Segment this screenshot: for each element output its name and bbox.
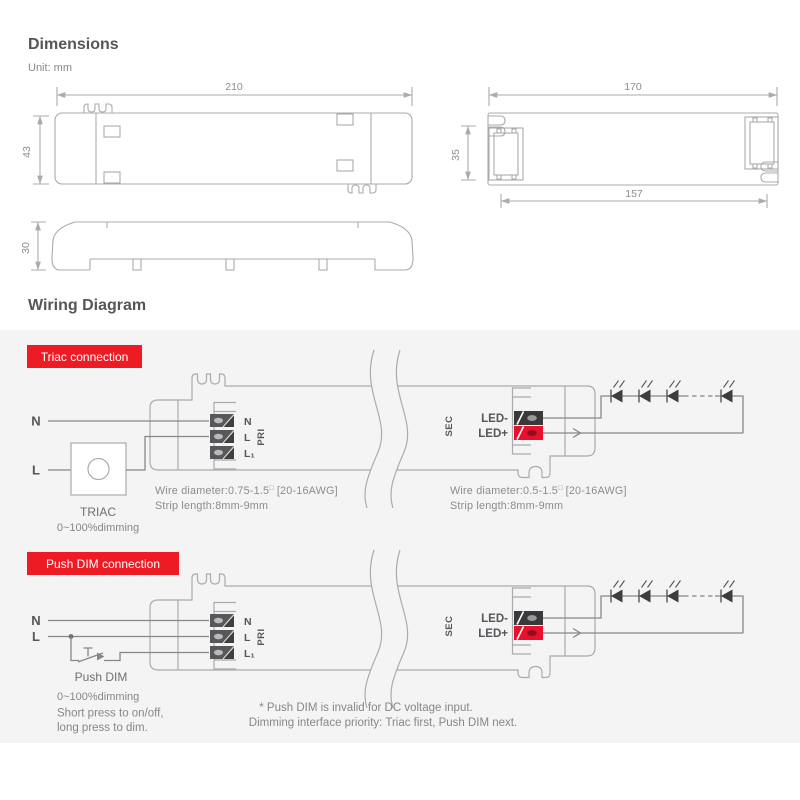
terminal-l-label: L: [244, 632, 251, 644]
input-n-label: N: [31, 613, 40, 628]
triac-device-label: TRIAC: [80, 505, 116, 519]
sec-strip-note: Strip length:8mm-9mm: [450, 500, 563, 512]
dimensions-title: Dimensions: [28, 36, 119, 53]
pri-label: PRI: [256, 428, 267, 445]
triac-badge: [27, 345, 142, 368]
push-dim-badge-label: Push DIM connection: [46, 557, 160, 571]
side-profile-view: 30: [20, 221, 414, 271]
push-dim-diagram: Push DIM connection N L Push DIM 0~100%d…: [27, 549, 744, 734]
pri-label: PRI: [256, 628, 267, 645]
terminal-l-label: L: [244, 432, 251, 444]
dim-43: 43: [21, 146, 33, 158]
input-n-label: N: [31, 414, 40, 429]
unit-label: Unit: mm: [28, 62, 72, 74]
dim-30: 30: [20, 242, 32, 254]
triac-range-label: 0~100%dimming: [57, 522, 139, 534]
push-dim-badge: [27, 552, 179, 575]
push-note-line1: Short press to on/off,: [57, 708, 164, 720]
led-pos-label: LED+: [478, 628, 508, 640]
triac-diagram: Triac connection N L TRIAC 0~100%dimming…: [27, 345, 744, 534]
terminal-l1-label: L₁: [244, 448, 255, 460]
sec-label: SEC: [444, 615, 455, 636]
dim-210: 210: [225, 81, 243, 93]
terminal-n-label: N: [244, 616, 252, 628]
led-neg-label: LED-: [481, 413, 508, 425]
footnote-line2: Dimming interface priority: Triac first,…: [249, 717, 517, 729]
front-view: 210 43: [21, 81, 413, 194]
push-range-label: 0~100%dimming: [57, 691, 139, 703]
dim-157: 157: [625, 188, 643, 200]
led-neg-label: LED-: [481, 613, 508, 625]
push-device-label: Push DIM: [75, 670, 128, 684]
pri-strip-note: Strip length:8mm-9mm: [155, 500, 268, 512]
wiring-title: Wiring Diagram: [28, 297, 147, 314]
sec-label: SEC: [444, 415, 455, 436]
input-l-label: L: [32, 629, 40, 644]
top-view: 170 35 157: [450, 81, 779, 208]
dim-35: 35: [450, 149, 462, 161]
triac-dimmer-box: [70, 442, 127, 496]
input-l-label: L: [32, 463, 40, 478]
push-switch-icon: [77, 647, 105, 663]
pri-wire-note: Wire diameter:0.75-1.5□ [20-16AWG]: [155, 485, 338, 497]
terminal-l1-label: L₁: [244, 648, 255, 660]
footnote-line1: * Push DIM is invalid for DC voltage inp…: [259, 702, 472, 714]
triac-badge-label: Triac connection: [41, 350, 129, 364]
push-note-line2: long press to dim.: [57, 722, 148, 734]
led-pos-label: LED+: [478, 428, 508, 440]
terminal-n-label: N: [244, 416, 252, 428]
sec-wire-note: Wire diameter:0.5-1.5□ [20-16AWG]: [450, 485, 627, 497]
dim-170: 170: [624, 81, 642, 93]
triac-dial-icon: [87, 457, 110, 481]
